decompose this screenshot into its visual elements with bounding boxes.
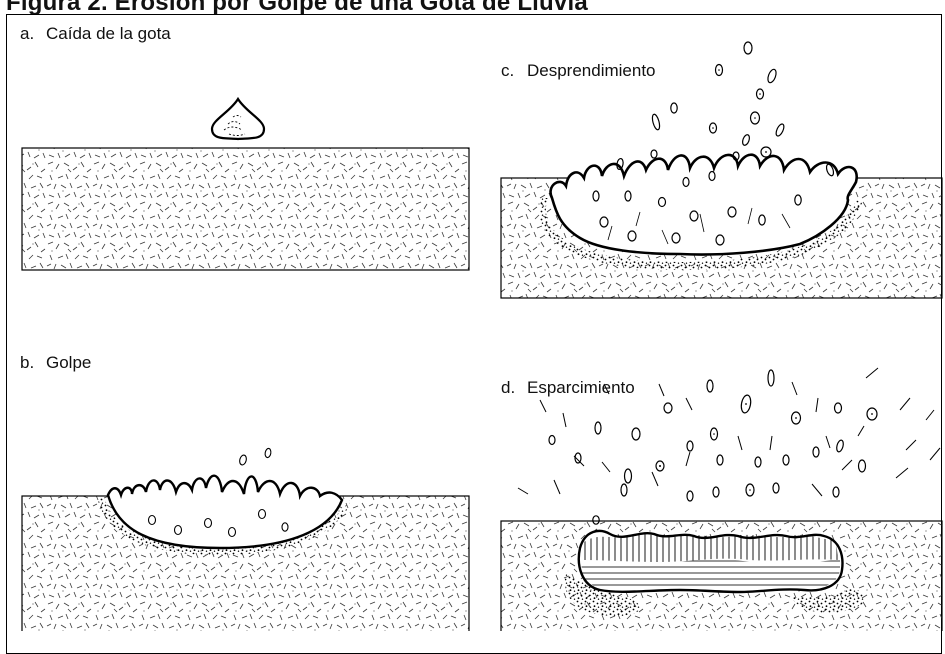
particle-dots-c — [712, 69, 767, 153]
particle-dots-d — [659, 403, 873, 491]
raindrop-falling — [212, 99, 264, 139]
panel-b-caption: Golpe — [46, 353, 91, 372]
panel-a-caption: Caída de la gota — [46, 24, 171, 43]
soil-block-a — [22, 148, 469, 270]
panel-d-drawing — [501, 368, 942, 631]
diagram-canvas — [0, 0, 945, 631]
panel-c-caption: Desprendimiento — [527, 61, 656, 80]
panel-c-label: c.Desprendimiento — [501, 61, 656, 81]
panel-b-drawing — [22, 448, 469, 631]
panel-a-label: a.Caída de la gota — [20, 24, 171, 44]
panel-a-letter: a. — [20, 24, 46, 44]
panel-d-caption: Esparcimiento — [527, 378, 635, 397]
splash-crown-c — [551, 155, 857, 255]
panel-b-letter: b. — [20, 353, 46, 373]
panel-d-label: d.Esparcimiento — [501, 378, 635, 398]
panel-a-drawing — [22, 99, 469, 270]
panel-c-letter: c. — [501, 61, 527, 81]
surface-water-d — [582, 534, 838, 562]
panel-d-letter: d. — [501, 378, 527, 398]
muddy-water-d — [582, 560, 840, 590]
panel-b-label: b.Golpe — [20, 353, 91, 373]
